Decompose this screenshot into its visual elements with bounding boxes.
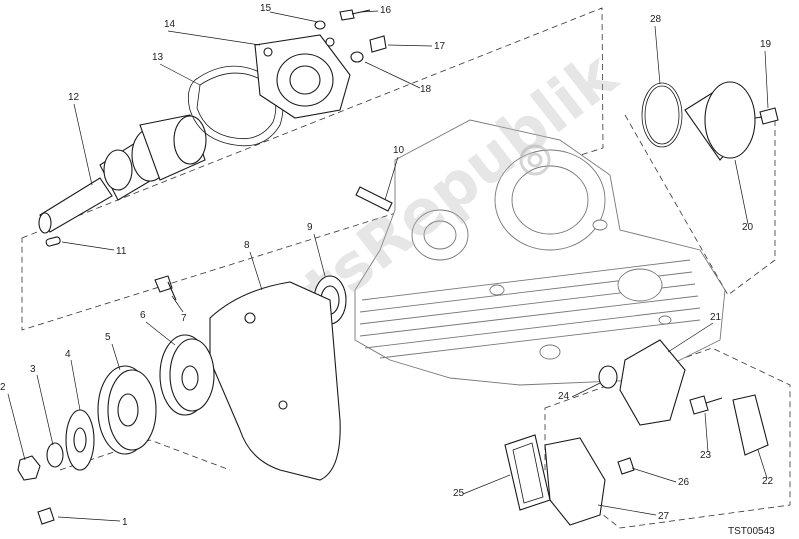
end-cover-part <box>684 81 756 161</box>
callout-label-25: 25 <box>453 488 465 499</box>
callout-label-24: 24 <box>558 391 570 402</box>
callout-label-17: 17 <box>434 41 446 52</box>
bolt-19-part <box>754 107 779 125</box>
o-ring-inner <box>644 85 680 145</box>
gasket-part <box>187 65 284 147</box>
callout-label-21: 21 <box>710 312 722 323</box>
callout-leader-9 <box>313 233 326 277</box>
callout-leader-10 <box>384 156 399 201</box>
callout-leader-27 <box>597 504 657 516</box>
o-ring-24-part <box>598 365 618 389</box>
callout-leader-13 <box>159 63 201 86</box>
callout-label-23: 23 <box>700 450 712 461</box>
callout-leader-16 <box>359 10 379 13</box>
pulley-part <box>159 334 215 416</box>
callout-leader-6 <box>145 321 176 346</box>
callout-leader-24 <box>571 382 601 398</box>
belt-guard-part <box>209 281 341 481</box>
callout-label-5: 5 <box>105 332 111 343</box>
callout-label-9: 9 <box>307 222 313 233</box>
screw-26-part <box>617 457 635 475</box>
callout-leader-15 <box>269 11 319 23</box>
screw-1-part <box>37 507 55 525</box>
callout-label-12: 12 <box>68 92 80 103</box>
callout-leader-21 <box>667 322 714 353</box>
callout-label-10: 10 <box>393 145 405 156</box>
stud-part <box>355 186 393 212</box>
camshaft-group-frame <box>21 7 604 331</box>
reed-plate-part <box>732 394 769 456</box>
bolt-7-part <box>154 275 177 301</box>
callout-leader-22 <box>757 449 768 479</box>
callout-leader-23 <box>704 412 709 453</box>
callout-label-3: 3 <box>30 364 36 375</box>
washer-3-part <box>46 442 64 468</box>
callout-leader-4 <box>70 359 81 411</box>
callout-leader-2 <box>7 393 26 461</box>
inspection-group-frame <box>544 347 791 529</box>
gasket-25-inner <box>512 442 544 504</box>
callout-leader-11 <box>61 241 115 251</box>
washer-15-part <box>314 20 326 30</box>
callout-leader-26 <box>631 467 677 483</box>
cover-27-part <box>544 437 606 526</box>
callout-label-11: 11 <box>116 246 127 257</box>
bolt-23-part <box>689 395 723 415</box>
key-pin-part <box>45 236 61 247</box>
callout-label-13: 13 <box>152 52 164 63</box>
callout-label-7: 7 <box>181 313 187 324</box>
callout-leader-28 <box>654 25 661 85</box>
callout-label-8: 8 <box>244 240 250 251</box>
callout-leader-8 <box>249 251 263 291</box>
callout-leader-18 <box>364 61 421 89</box>
callout-leader-12 <box>73 103 93 186</box>
washer-18-part <box>350 51 364 63</box>
callout-label-20: 20 <box>742 222 754 233</box>
belt-guard-hole-2 <box>278 400 288 410</box>
sprocket-part <box>97 365 157 455</box>
callout-label-15: 15 <box>260 3 272 14</box>
callout-leader-5 <box>111 343 121 371</box>
callout-leader-25 <box>462 474 511 495</box>
cylinder-head <box>354 119 726 386</box>
callout-leader-20 <box>734 159 749 225</box>
camshaft-part <box>38 114 207 234</box>
callout-label-6: 6 <box>140 310 146 321</box>
gasket-25-part <box>504 434 551 511</box>
bolt-16-part <box>339 9 355 21</box>
cover-group-frame <box>624 114 776 296</box>
nut-part <box>17 455 41 481</box>
callout-label-22: 22 <box>762 476 774 487</box>
o-ring-part <box>641 82 683 148</box>
callout-label-16: 16 <box>380 5 392 16</box>
callout-label-2: 2 <box>0 382 6 393</box>
flange-hole <box>73 427 87 453</box>
callout-label-28: 28 <box>650 14 662 25</box>
bolt-17-part <box>369 35 387 53</box>
reference-code: TST00543 <box>728 526 775 537</box>
callout-label-27: 27 <box>658 511 670 522</box>
callout-label-4: 4 <box>65 349 71 360</box>
callout-leader-3 <box>36 374 54 446</box>
callout-leader-7 <box>171 295 184 313</box>
callout-leader-1 <box>57 516 121 522</box>
callout-label-18: 18 <box>420 84 432 95</box>
gasket-inner-edge <box>196 72 277 140</box>
belt-guard-hole <box>244 312 256 324</box>
callout-label-26: 26 <box>678 477 690 488</box>
callout-leader-17 <box>387 44 433 47</box>
callout-label-1: 1 <box>122 517 128 528</box>
callout-label-14: 14 <box>164 19 176 30</box>
callout-leader-19 <box>764 50 769 109</box>
housing-part <box>619 339 686 426</box>
callout-leader-14 <box>167 30 261 46</box>
callout-label-19: 19 <box>760 39 772 50</box>
cover-plate-part <box>254 34 351 119</box>
